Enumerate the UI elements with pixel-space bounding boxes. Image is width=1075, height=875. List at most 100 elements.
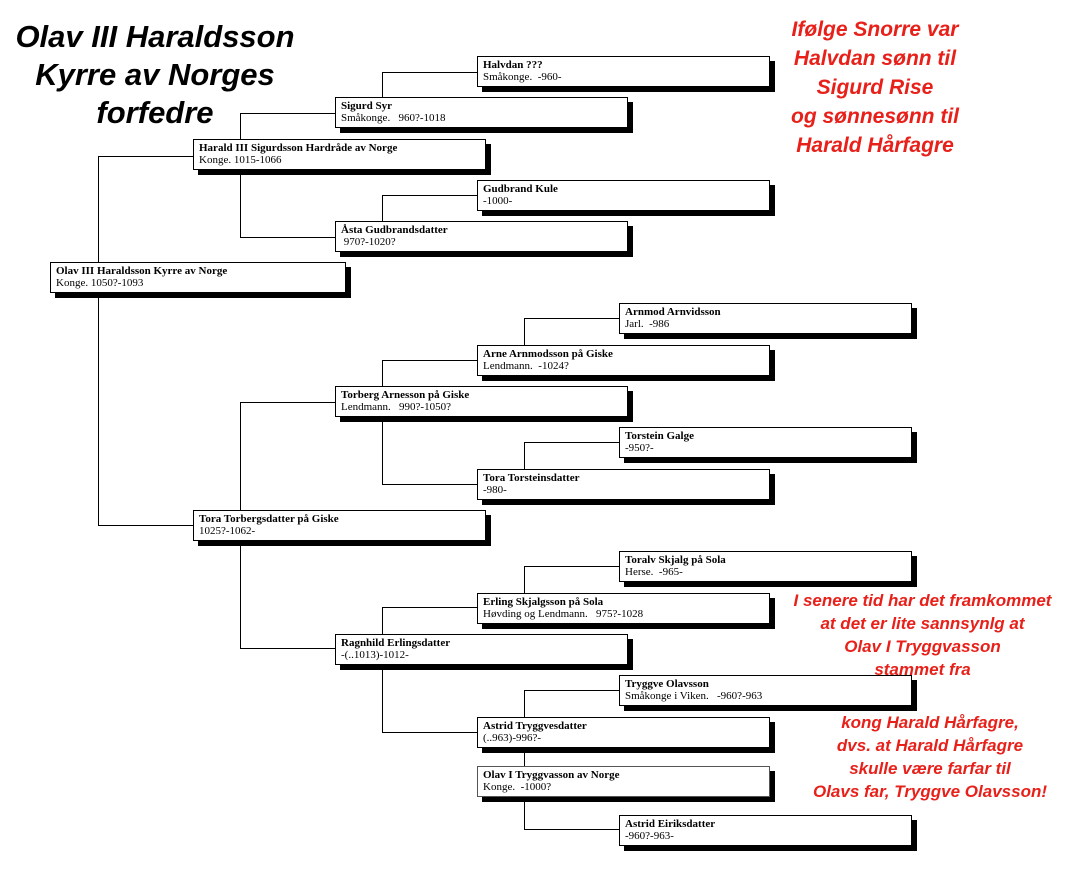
note-later: I senere tid har det framkommet at det e… — [770, 589, 1075, 681]
person-info: 1025?-1062- — [199, 525, 256, 537]
title-line: Olav III Haraldsson — [15, 19, 295, 54]
connector-line — [240, 648, 336, 649]
person-box-tora-torsteinsdatter[interactable]: Tora Torsteinsdatter -980- — [477, 469, 770, 500]
note-line: dvs. at Harald Hårfagre — [836, 736, 1024, 755]
connector-line — [240, 113, 336, 114]
connector-line — [240, 237, 336, 238]
person-name: Halvdan ??? — [483, 59, 543, 71]
chart-title: Olav III Haraldsson Kyrre av Norges forf… — [0, 18, 310, 132]
person-name: Tora Torsteinsdatter — [483, 472, 580, 484]
note-line: at det er lite sannsynlg at — [820, 614, 1025, 633]
note-later-continued: kong Harald Hårfagre, dvs. at Harald Hår… — [790, 711, 1070, 803]
connector-line — [382, 72, 478, 73]
person-box-sigurd-syr[interactable]: Sigurd Syr Småkonge. 960?-1018 — [335, 97, 628, 128]
connector-line — [98, 156, 194, 157]
note-line: stammet fra — [874, 660, 971, 679]
note-line: Olav I Tryggvasson — [844, 637, 1001, 656]
person-name: Åsta Gudbrandsdatter — [341, 224, 448, 236]
person-box-tora-torbergsdatter[interactable]: Tora Torbergsdatter på Giske 1025?-1062- — [193, 510, 486, 541]
title-line: Kyrre av Norges — [35, 57, 275, 92]
person-name: Astrid Tryggvesdatter — [483, 720, 587, 732]
person-info: Jarl. -986 — [625, 318, 670, 330]
person-info: -1000- — [483, 195, 513, 207]
connector-line — [98, 525, 194, 526]
person-name: Tora Torbergsdatter på Giske — [199, 513, 339, 525]
connector-line — [524, 566, 525, 594]
person-info: -960?-963- — [625, 830, 674, 842]
person-name: Olav I Tryggvasson av Norge — [483, 769, 620, 781]
connector-line — [524, 318, 525, 346]
person-info: 970?-1020? — [341, 236, 396, 248]
note-line: Ifølge Snorre var — [791, 18, 959, 41]
person-info: Småkonge. 960?-1018 — [341, 112, 446, 124]
person-name: Tryggve Olavsson — [625, 678, 709, 690]
person-name: Torstein Galge — [625, 430, 694, 442]
connector-line — [524, 318, 620, 319]
person-info: -950?- — [625, 442, 654, 454]
person-box-arne-arnmodsson[interactable]: Arne Arnmodsson på Giske Lendmann. -1024… — [477, 345, 770, 376]
person-box-astrid-tryggvesdatter[interactable]: Astrid Tryggvesdatter (..963)-996?- — [477, 717, 770, 748]
person-name: Arne Arnmodsson på Giske — [483, 348, 613, 360]
note-line: kong Harald Hårfagre, — [841, 713, 1019, 732]
title-line: forfedre — [96, 95, 214, 130]
person-info: Småkonge i Viken. -960?-963 — [625, 690, 763, 702]
connector-line — [382, 607, 383, 733]
person-info: -(..1013)-1012- — [341, 649, 409, 661]
person-name: Gudbrand Kule — [483, 183, 558, 195]
person-box-arnmod-arnvidsson[interactable]: Arnmod Arnvidsson Jarl. -986 — [619, 303, 912, 334]
connector-line — [240, 113, 241, 238]
connector-line — [240, 402, 336, 403]
note-line: skulle være farfar til — [849, 759, 1011, 778]
note-line: Sigurd Rise — [816, 76, 934, 99]
person-name: Ragnhild Erlingsdatter — [341, 637, 451, 649]
person-box-tryggve-olavsson[interactable]: Tryggve Olavsson Småkonge i Viken. -960?… — [619, 675, 912, 706]
person-box-harald-hardrade[interactable]: Harald III Sigurdsson Hardråde av Norge … — [193, 139, 486, 170]
note-line: Harald Hårfagre — [796, 134, 954, 157]
person-name: Astrid Eiriksdatter — [625, 818, 716, 830]
person-box-gudbrand-kule[interactable]: Gudbrand Kule -1000- — [477, 180, 770, 211]
person-box-torberg-arnesson[interactable]: Torberg Arnesson på Giske Lendmann. 990?… — [335, 386, 628, 417]
connector-line — [524, 566, 620, 567]
connector-line — [524, 442, 620, 443]
person-info: Konge. 1050?-1093 — [56, 277, 144, 289]
person-info: Småkonge. -960- — [483, 71, 562, 83]
person-info: Lendmann. -1024? — [483, 360, 569, 372]
connector-line — [524, 829, 620, 830]
connector-line — [382, 607, 478, 608]
person-box-asta-gudbrandsdatter[interactable]: Åsta Gudbrandsdatter 970?-1020? — [335, 221, 628, 252]
person-name: Torberg Arnesson på Giske — [341, 389, 470, 401]
note-line: Halvdan sønn til — [793, 47, 957, 70]
note-line: og sønnesønn til — [791, 105, 959, 128]
person-info: Konge. 1015-1066 — [199, 154, 282, 166]
person-name: Sigurd Syr — [341, 100, 393, 112]
note-line: I senere tid har det framkommet — [793, 591, 1052, 610]
person-name: Arnmod Arnvidsson — [625, 306, 721, 318]
person-box-erling-skjalgsson[interactable]: Erling Skjalgsson på Sola Høvding og Len… — [477, 593, 770, 624]
person-box-toralv-skjalg[interactable]: Toralv Skjalg på Sola Herse. -965- — [619, 551, 912, 582]
connector-line — [382, 195, 383, 222]
person-info: (..963)-996?- — [483, 732, 542, 744]
connector-line — [382, 72, 383, 98]
connector-line — [382, 360, 383, 485]
person-box-astrid-eiriksdatter[interactable]: Astrid Eiriksdatter -960?-963- — [619, 815, 912, 846]
note-snorre: Ifølge Snorre var Halvdan sønn til Sigur… — [760, 15, 990, 160]
person-box-olav-tryggvasson[interactable]: Olav I Tryggvasson av Norge Konge. -1000… — [477, 766, 770, 797]
person-info: Lendmann. 990?-1050? — [341, 401, 451, 413]
person-name: Toralv Skjalg på Sola — [625, 554, 726, 566]
person-box-ragnhild-erlingsdatter[interactable]: Ragnhild Erlingsdatter -(..1013)-1012- — [335, 634, 628, 665]
connector-line — [524, 690, 525, 830]
person-box-halvdan[interactable]: Halvdan ??? Småkonge. -960- — [477, 56, 770, 87]
person-name: Harald III Sigurdsson Hardråde av Norge — [199, 142, 398, 154]
connector-line — [382, 484, 478, 485]
connector-line — [382, 360, 478, 361]
person-box-olav-kyrre[interactable]: Olav III Haraldsson Kyrre av Norge Konge… — [50, 262, 346, 293]
connector-line — [524, 690, 620, 691]
person-info: Konge. -1000? — [483, 781, 552, 793]
person-box-torstein-galge[interactable]: Torstein Galge -950?- — [619, 427, 912, 458]
person-info: Herse. -965- — [625, 566, 683, 578]
person-name: Olav III Haraldsson Kyrre av Norge — [56, 265, 228, 277]
connector-line — [382, 732, 478, 733]
person-info: Høvding og Lendmann. 975?-1028 — [483, 608, 644, 620]
connector-line — [382, 195, 478, 196]
note-line: Olavs far, Tryggve Olavsson! — [812, 782, 1047, 801]
